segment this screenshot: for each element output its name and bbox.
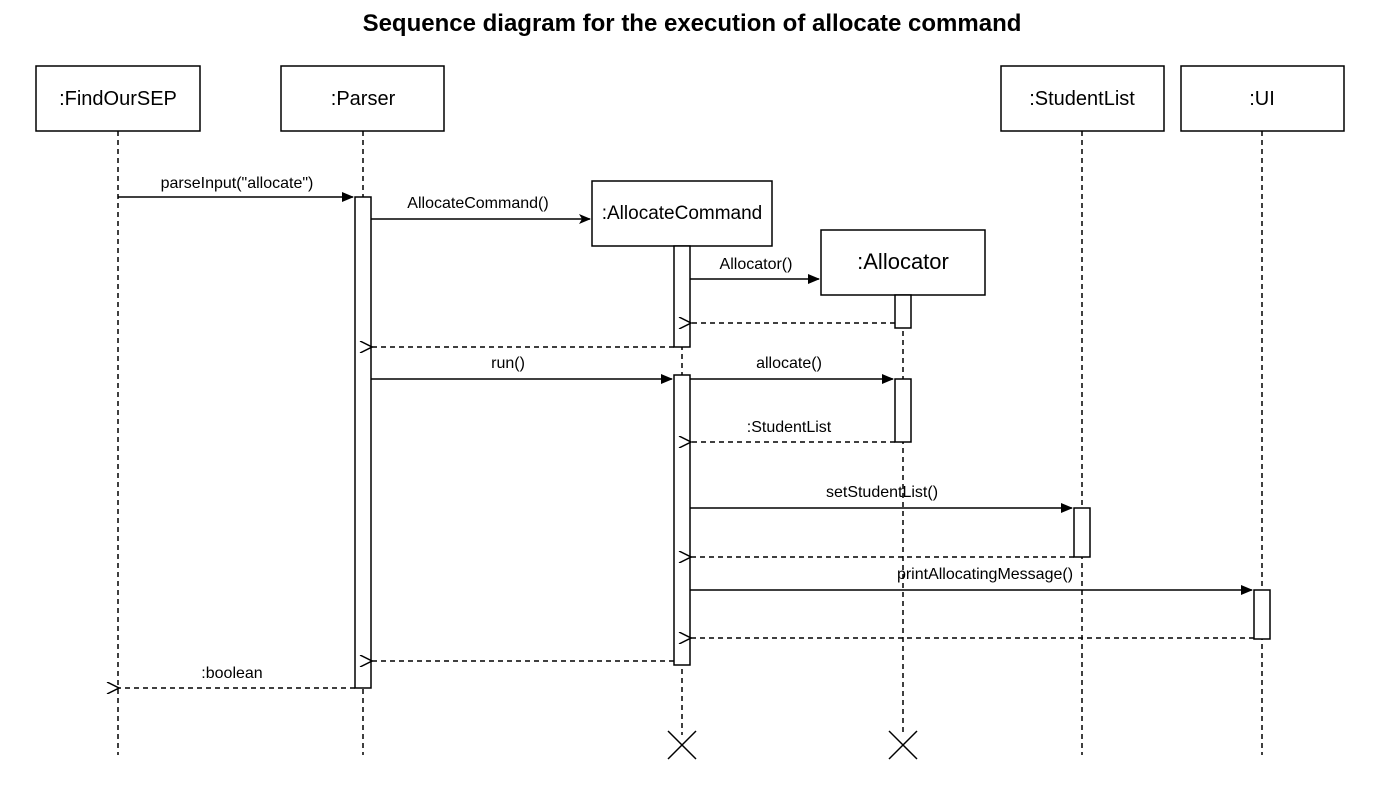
- message-print-allocating-message: printAllocatingMessage(): [690, 566, 1253, 595]
- participant-label: :UI: [1249, 88, 1275, 110]
- activation-allocator-constructor: [894, 294, 912, 329]
- activation-ui: [1253, 589, 1271, 640]
- message-create-allocator: Allocator(): [690, 256, 820, 284]
- activation-allocatecommand-constructor: [673, 245, 691, 348]
- message-label: run(): [491, 355, 525, 372]
- message-create-allocate-command: AllocateCommand(): [371, 195, 591, 224]
- participant-label: :Allocator: [857, 249, 949, 274]
- message-return-studentlist: :StudentList: [691, 419, 895, 442]
- message-label: allocate(): [756, 355, 822, 372]
- activation-allocatecommand-run: [673, 374, 691, 666]
- message-allocate: allocate(): [690, 355, 894, 384]
- participant-label: :StudentList: [1029, 88, 1135, 110]
- message-parse-input: parseInput("allocate"): [118, 175, 354, 202]
- message-label: setStudentList(): [826, 484, 938, 501]
- participant-parser: :Parser: [280, 65, 445, 132]
- participant-findoursep: :FindOurSEP: [35, 65, 201, 132]
- participant-allocator: :Allocator: [820, 229, 986, 296]
- activation-studentlist: [1073, 507, 1091, 558]
- message-label: Allocator(): [720, 256, 793, 273]
- participant-label: :AllocateCommand: [602, 203, 763, 224]
- participant-studentlist: :StudentList: [1000, 65, 1165, 132]
- message-label: :boolean: [201, 665, 262, 682]
- message-label: :StudentList: [747, 419, 832, 436]
- participant-ui: :UI: [1180, 65, 1345, 132]
- diagram-title: Sequence diagram for the execution of al…: [363, 10, 1022, 37]
- activation-allocator-allocate: [894, 378, 912, 443]
- activation-parser: [354, 196, 372, 689]
- destroy-allocatecommand-icon: [667, 730, 697, 760]
- destroy-allocator-icon: [888, 730, 918, 760]
- participant-label: :Parser: [331, 88, 396, 110]
- message-label: AllocateCommand(): [407, 195, 548, 212]
- message-set-student-list: setStudentList(): [690, 484, 1073, 513]
- message-return-boolean: :boolean: [119, 665, 355, 688]
- participant-allocatecommand: :AllocateCommand: [591, 180, 773, 247]
- message-run: run(): [371, 355, 673, 384]
- message-label: printAllocatingMessage(): [897, 566, 1073, 583]
- message-label: parseInput("allocate"): [161, 175, 314, 192]
- participant-label: :FindOurSEP: [59, 88, 177, 110]
